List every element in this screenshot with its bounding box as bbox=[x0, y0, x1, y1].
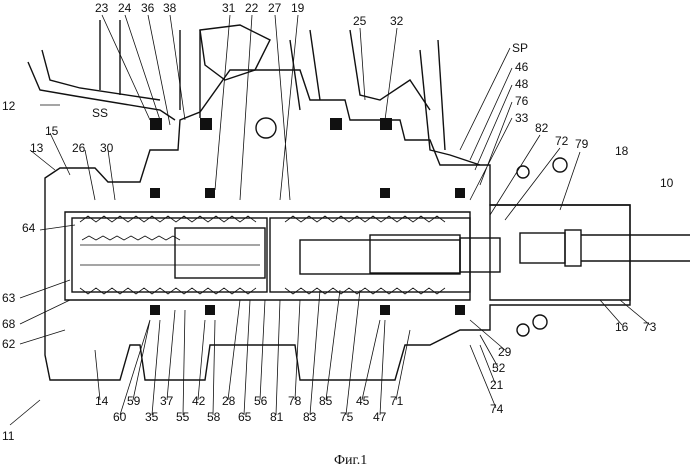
labels-bottom: 14 59 60 35 37 55 42 58 28 65 56 81 78 8… bbox=[95, 320, 657, 424]
label-37: 37 bbox=[160, 394, 174, 408]
label-29: 29 bbox=[498, 345, 512, 359]
label-79: 79 bbox=[575, 137, 589, 151]
label-73: 73 bbox=[643, 320, 657, 334]
reservoir bbox=[28, 20, 480, 165]
label-ss: SS bbox=[92, 106, 108, 120]
label-62: 62 bbox=[2, 337, 16, 351]
label-46: 46 bbox=[515, 60, 529, 74]
label-30: 30 bbox=[100, 141, 114, 155]
label-21: 21 bbox=[490, 378, 504, 392]
label-74: 74 bbox=[490, 402, 504, 416]
label-12: 12 bbox=[2, 99, 16, 113]
label-16: 16 bbox=[615, 320, 629, 334]
label-25: 25 bbox=[353, 14, 367, 28]
label-19: 19 bbox=[291, 1, 305, 15]
label-52: 52 bbox=[492, 361, 506, 375]
label-23: 23 bbox=[95, 1, 109, 15]
push-rod bbox=[520, 230, 690, 266]
label-11: 11 bbox=[2, 429, 15, 443]
label-22: 22 bbox=[245, 1, 259, 15]
label-81: 81 bbox=[270, 410, 284, 424]
label-75: 75 bbox=[340, 410, 354, 424]
label-10: 10 bbox=[660, 176, 674, 190]
label-sp: SP bbox=[512, 41, 528, 55]
figure-caption: Фиг.1 bbox=[334, 453, 367, 468]
label-48: 48 bbox=[515, 77, 529, 91]
label-27: 27 bbox=[268, 1, 282, 15]
label-35: 35 bbox=[145, 410, 159, 424]
label-13: 13 bbox=[30, 141, 44, 155]
label-76: 76 bbox=[515, 94, 529, 108]
label-63: 63 bbox=[2, 291, 16, 305]
label-82: 82 bbox=[535, 121, 549, 135]
label-32: 32 bbox=[390, 14, 404, 28]
label-72: 72 bbox=[555, 134, 569, 148]
label-85: 85 bbox=[319, 394, 333, 408]
label-36: 36 bbox=[141, 1, 155, 15]
label-42: 42 bbox=[192, 394, 206, 408]
label-18: 18 bbox=[615, 144, 629, 158]
label-38: 38 bbox=[163, 1, 177, 15]
label-68: 68 bbox=[2, 317, 16, 331]
label-26: 26 bbox=[72, 141, 86, 155]
label-33: 33 bbox=[515, 111, 529, 125]
label-15: 15 bbox=[45, 124, 59, 138]
label-31: 31 bbox=[222, 1, 236, 15]
label-65: 65 bbox=[238, 410, 252, 424]
label-24: 24 bbox=[118, 1, 132, 15]
label-56: 56 bbox=[254, 394, 268, 408]
pistons bbox=[72, 218, 500, 292]
label-58: 58 bbox=[207, 410, 221, 424]
label-60: 60 bbox=[113, 410, 127, 424]
housing-body bbox=[45, 70, 630, 380]
label-64: 64 bbox=[22, 221, 36, 235]
label-14: 14 bbox=[95, 394, 109, 408]
labels-left: 12 SS 15 13 26 30 64 63 68 62 11 bbox=[2, 99, 114, 443]
